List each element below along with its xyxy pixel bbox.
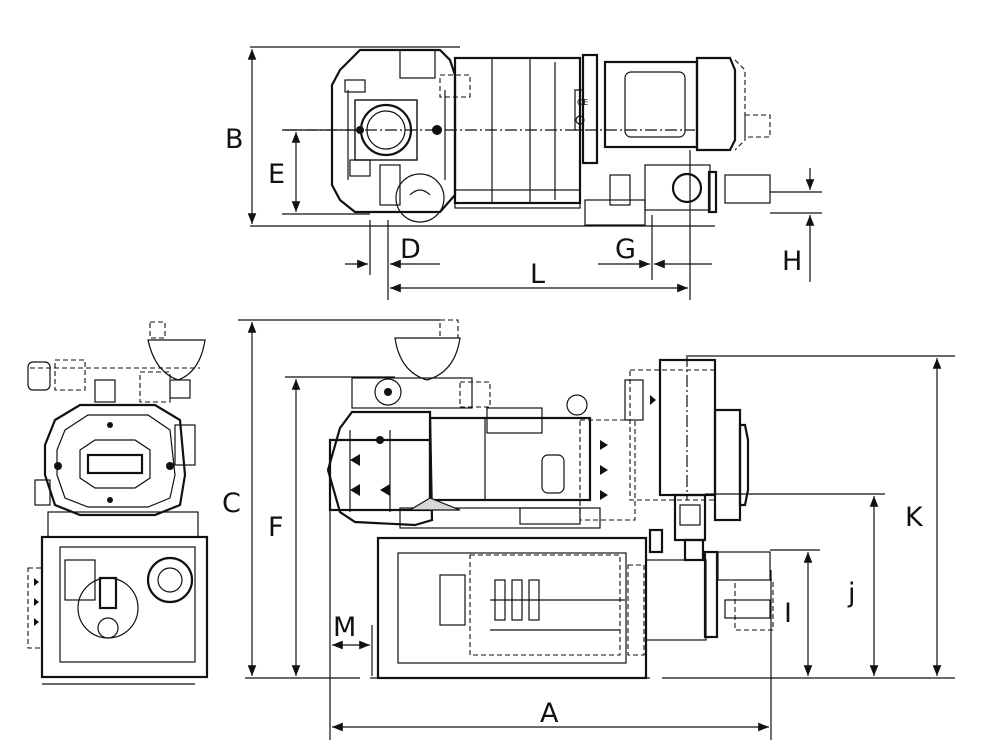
- label-k: K: [905, 502, 924, 533]
- side-view: C F M A I j K: [222, 319, 955, 740]
- label-i: I: [784, 598, 792, 629]
- label-f: F: [268, 512, 284, 543]
- label-b: B: [225, 124, 244, 155]
- end-view: [27, 321, 209, 685]
- label-j: j: [847, 578, 856, 609]
- label-a: A: [540, 698, 559, 729]
- label-g: G: [615, 234, 636, 265]
- label-c: C: [222, 488, 241, 519]
- svg-text:OE: OE: [577, 98, 588, 107]
- top-view: OE: [225, 46, 822, 300]
- label-m: M: [333, 612, 356, 643]
- label-e: E: [268, 159, 285, 190]
- label-l: L: [530, 259, 545, 290]
- label-d: D: [400, 234, 421, 265]
- label-h: H: [782, 246, 802, 277]
